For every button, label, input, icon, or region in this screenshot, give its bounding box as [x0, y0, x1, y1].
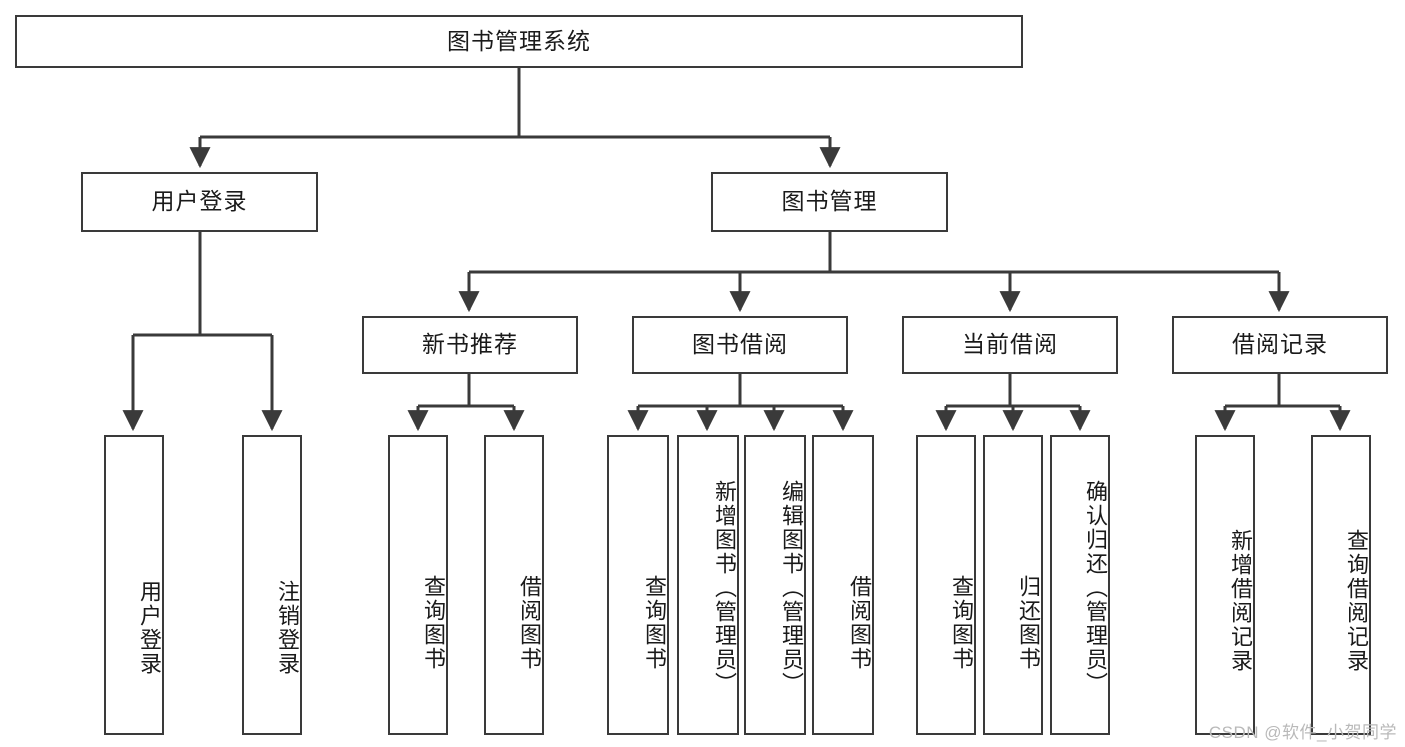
node-book-manage[interactable]: 图书管理 — [711, 172, 948, 232]
node-leaf-user-login[interactable]: 用户登录 — [104, 435, 164, 735]
node-leaf-borrow-book-1[interactable]: 借阅图书 — [484, 435, 544, 735]
node-borrow-record[interactable]: 借阅记录 — [1172, 316, 1388, 374]
node-leaf-query-book-3[interactable]: 查询图书 — [916, 435, 976, 735]
node-leaf-query-book-2[interactable]: 查询图书 — [607, 435, 669, 735]
node-current-borrow[interactable]: 当前借阅 — [902, 316, 1118, 374]
node-root[interactable]: 图书管理系统 — [15, 15, 1023, 68]
node-leaf-borrow-book-1-label: 借阅图书 — [517, 574, 542, 671]
node-leaf-confirm-return-label: 确认归还（管理员） — [1083, 480, 1108, 696]
node-leaf-return-book[interactable]: 归还图书 — [983, 435, 1043, 735]
node-leaf-query-record[interactable]: 查询借阅记录 — [1311, 435, 1371, 735]
node-leaf-query-record-label: 查询借阅记录 — [1344, 529, 1369, 673]
node-root-label: 图书管理系统 — [447, 27, 591, 54]
node-new-book-recommend[interactable]: 新书推荐 — [362, 316, 578, 374]
node-leaf-borrow-book-2[interactable]: 借阅图书 — [812, 435, 874, 735]
csdn-watermark: CSDN @软件_小贺同学 — [1208, 723, 1397, 742]
node-new-book-recommend-label: 新书推荐 — [422, 331, 518, 358]
node-leaf-edit-book-label: 编辑图书（管理员） — [779, 480, 804, 696]
node-leaf-query-book-3-label: 查询图书 — [949, 574, 974, 671]
node-leaf-add-book[interactable]: 新增图书（管理员） — [677, 435, 739, 735]
node-leaf-logout-label: 注销登录 — [275, 579, 300, 676]
node-borrow-record-label: 借阅记录 — [1232, 331, 1328, 358]
node-leaf-query-book-1-label: 查询图书 — [421, 574, 446, 671]
node-leaf-logout[interactable]: 注销登录 — [242, 435, 302, 735]
node-leaf-user-login-label: 用户登录 — [137, 579, 162, 676]
node-book-manage-label: 图书管理 — [781, 188, 878, 215]
node-leaf-confirm-return[interactable]: 确认归还（管理员） — [1050, 435, 1110, 735]
node-leaf-query-book-2-label: 查询图书 — [642, 574, 667, 671]
node-leaf-add-record-label: 新增借阅记录 — [1228, 529, 1253, 673]
node-leaf-add-book-label: 新增图书（管理员） — [712, 480, 737, 696]
node-current-borrow-label: 当前借阅 — [962, 331, 1058, 358]
node-leaf-borrow-book-2-label: 借阅图书 — [847, 574, 872, 671]
node-user-login-label: 用户登录 — [151, 188, 248, 215]
node-leaf-query-book-1[interactable]: 查询图书 — [388, 435, 448, 735]
node-leaf-return-book-label: 归还图书 — [1016, 574, 1041, 671]
node-book-borrow[interactable]: 图书借阅 — [632, 316, 848, 374]
node-leaf-add-record[interactable]: 新增借阅记录 — [1195, 435, 1255, 735]
node-leaf-edit-book[interactable]: 编辑图书（管理员） — [744, 435, 806, 735]
node-user-login[interactable]: 用户登录 — [81, 172, 318, 232]
node-book-borrow-label: 图书借阅 — [692, 331, 788, 358]
